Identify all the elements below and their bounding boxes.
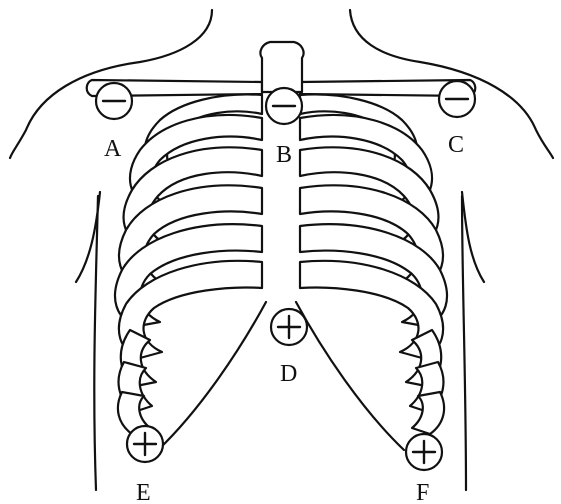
electrode-C-label: C	[448, 132, 464, 158]
electrode-A: A	[96, 83, 132, 162]
electrode-E-label: E	[136, 480, 151, 504]
electrode-D: D	[271, 309, 307, 387]
electrode-B: B	[266, 88, 302, 168]
electrode-C: C	[439, 81, 475, 158]
electrode-B-label: B	[276, 142, 292, 168]
electrode-F: F	[406, 434, 442, 504]
electrode-A-label: A	[104, 136, 122, 162]
electrode-E: E	[127, 426, 163, 504]
right-ribs	[300, 94, 447, 434]
electrode-F-label: F	[416, 480, 429, 504]
left-ribs	[115, 94, 262, 434]
electrode-D-label: D	[280, 361, 297, 387]
